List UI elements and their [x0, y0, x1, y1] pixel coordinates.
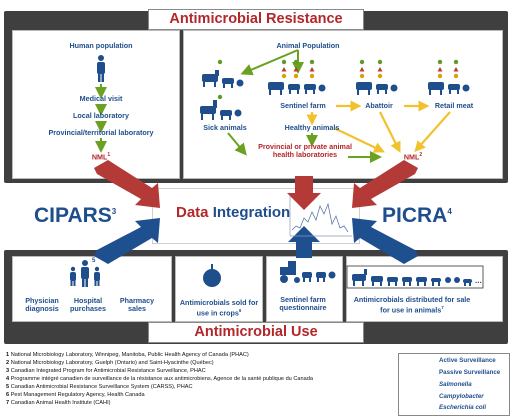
abattoir-label: Abattoir [365, 101, 393, 110]
footnote-3: 3 Canadian Integrated Program for Antimi… [6, 368, 206, 374]
sentinel-farm-label: Sentinel farm [280, 101, 326, 110]
legend-active: Active Surveillance [439, 357, 496, 364]
footnote-1: 1 National Microbiology Laboratory, Winn… [6, 352, 249, 358]
apple-icon [203, 264, 221, 287]
footnote-2: 2 National Microbiology Laboratory, Guel… [6, 360, 214, 366]
human-population-label: Human population [69, 41, 133, 50]
animals-use-box [346, 265, 484, 289]
legend: Active Surveillance Passive Surveillance… [398, 353, 510, 416]
retail-meat-icons [428, 82, 470, 95]
use-to-integration-arrows [94, 218, 418, 264]
hospital-label: Hospital purchases [70, 296, 106, 314]
footnote-4: 4 Programme intégré canadien de surveill… [6, 376, 313, 382]
legend-ecoli: Escherichia coli [439, 404, 487, 411]
legend-salmonella: Salmonella [439, 381, 472, 388]
human-use-sup: 5 [92, 258, 96, 264]
medical-visit-label: Medical visit [79, 94, 123, 103]
integration-box [152, 188, 360, 244]
animal-passive-arrows [227, 49, 382, 163]
resistance-to-integration-arrows [94, 160, 418, 210]
human-nml-label: NML1 [91, 152, 111, 162]
sick-animals-label: Sick animals [203, 123, 247, 132]
tractor-icon [280, 261, 300, 283]
animal-nml-label: NML2 [403, 152, 423, 162]
footnote-6: 6 Pest Management Regulatory Agency, Hea… [6, 392, 145, 398]
prov-lab-label: Provincial/territorial laboratory [48, 128, 154, 137]
animal-population-icons [200, 70, 244, 120]
picra-label: PICRA4 [382, 204, 452, 227]
human-use-figures-icon [70, 260, 100, 287]
integration-chart-icon [289, 196, 352, 237]
human-use-panel [12, 256, 172, 322]
bacteria-markers [217, 59, 459, 100]
abattoir-icons [356, 82, 398, 95]
crops-use-panel [175, 256, 263, 322]
sentinel-questionnaire-label: Sentinel farm questionnaire [279, 295, 327, 313]
use-title: Antimicrobial Use [148, 322, 364, 343]
crops-label: Antimicrobials sold for use in crops6 [179, 298, 259, 318]
healthy-animals-label: Healthy animals [284, 123, 340, 132]
resistance-title: Antimicrobial Resistance [148, 9, 364, 30]
physician-label: Physician diagnosis [25, 296, 59, 314]
sentinel-farm-icons [268, 82, 326, 95]
animals-ellipsis: ... [475, 276, 482, 285]
prov-labs-label: Provincial or private animal health labo… [258, 142, 352, 160]
cipars-label: CIPARS3 [34, 204, 117, 227]
legend-campylobacter: Campylobacter [439, 393, 484, 400]
sentinel-use-panel [266, 256, 343, 322]
animals-dist-label: Antimicrobials distributed for sale for … [353, 295, 471, 315]
sentinel-use-animals-icon [302, 271, 336, 282]
animal-population-label: Animal Population [276, 41, 340, 50]
local-lab-label: Local laboratory [73, 111, 129, 120]
footnote-7: 7 Canadian Animal Health Institute (CAHI… [6, 400, 111, 406]
footnote-5: 5 Canadian Antimicrobial Resistance Surv… [6, 384, 193, 390]
data-integration-label: Data Integration [176, 204, 291, 221]
human-figure-icon [97, 55, 105, 82]
animals-use-panel [346, 256, 503, 322]
pharmacy-label: Pharmacy sales [119, 296, 155, 314]
legend-passive: Passive Surveillance [439, 369, 501, 376]
retail-meat-label: Retail meat [434, 101, 474, 110]
animal-active-arrows [306, 100, 451, 153]
animals-use-row-icon [352, 269, 472, 286]
